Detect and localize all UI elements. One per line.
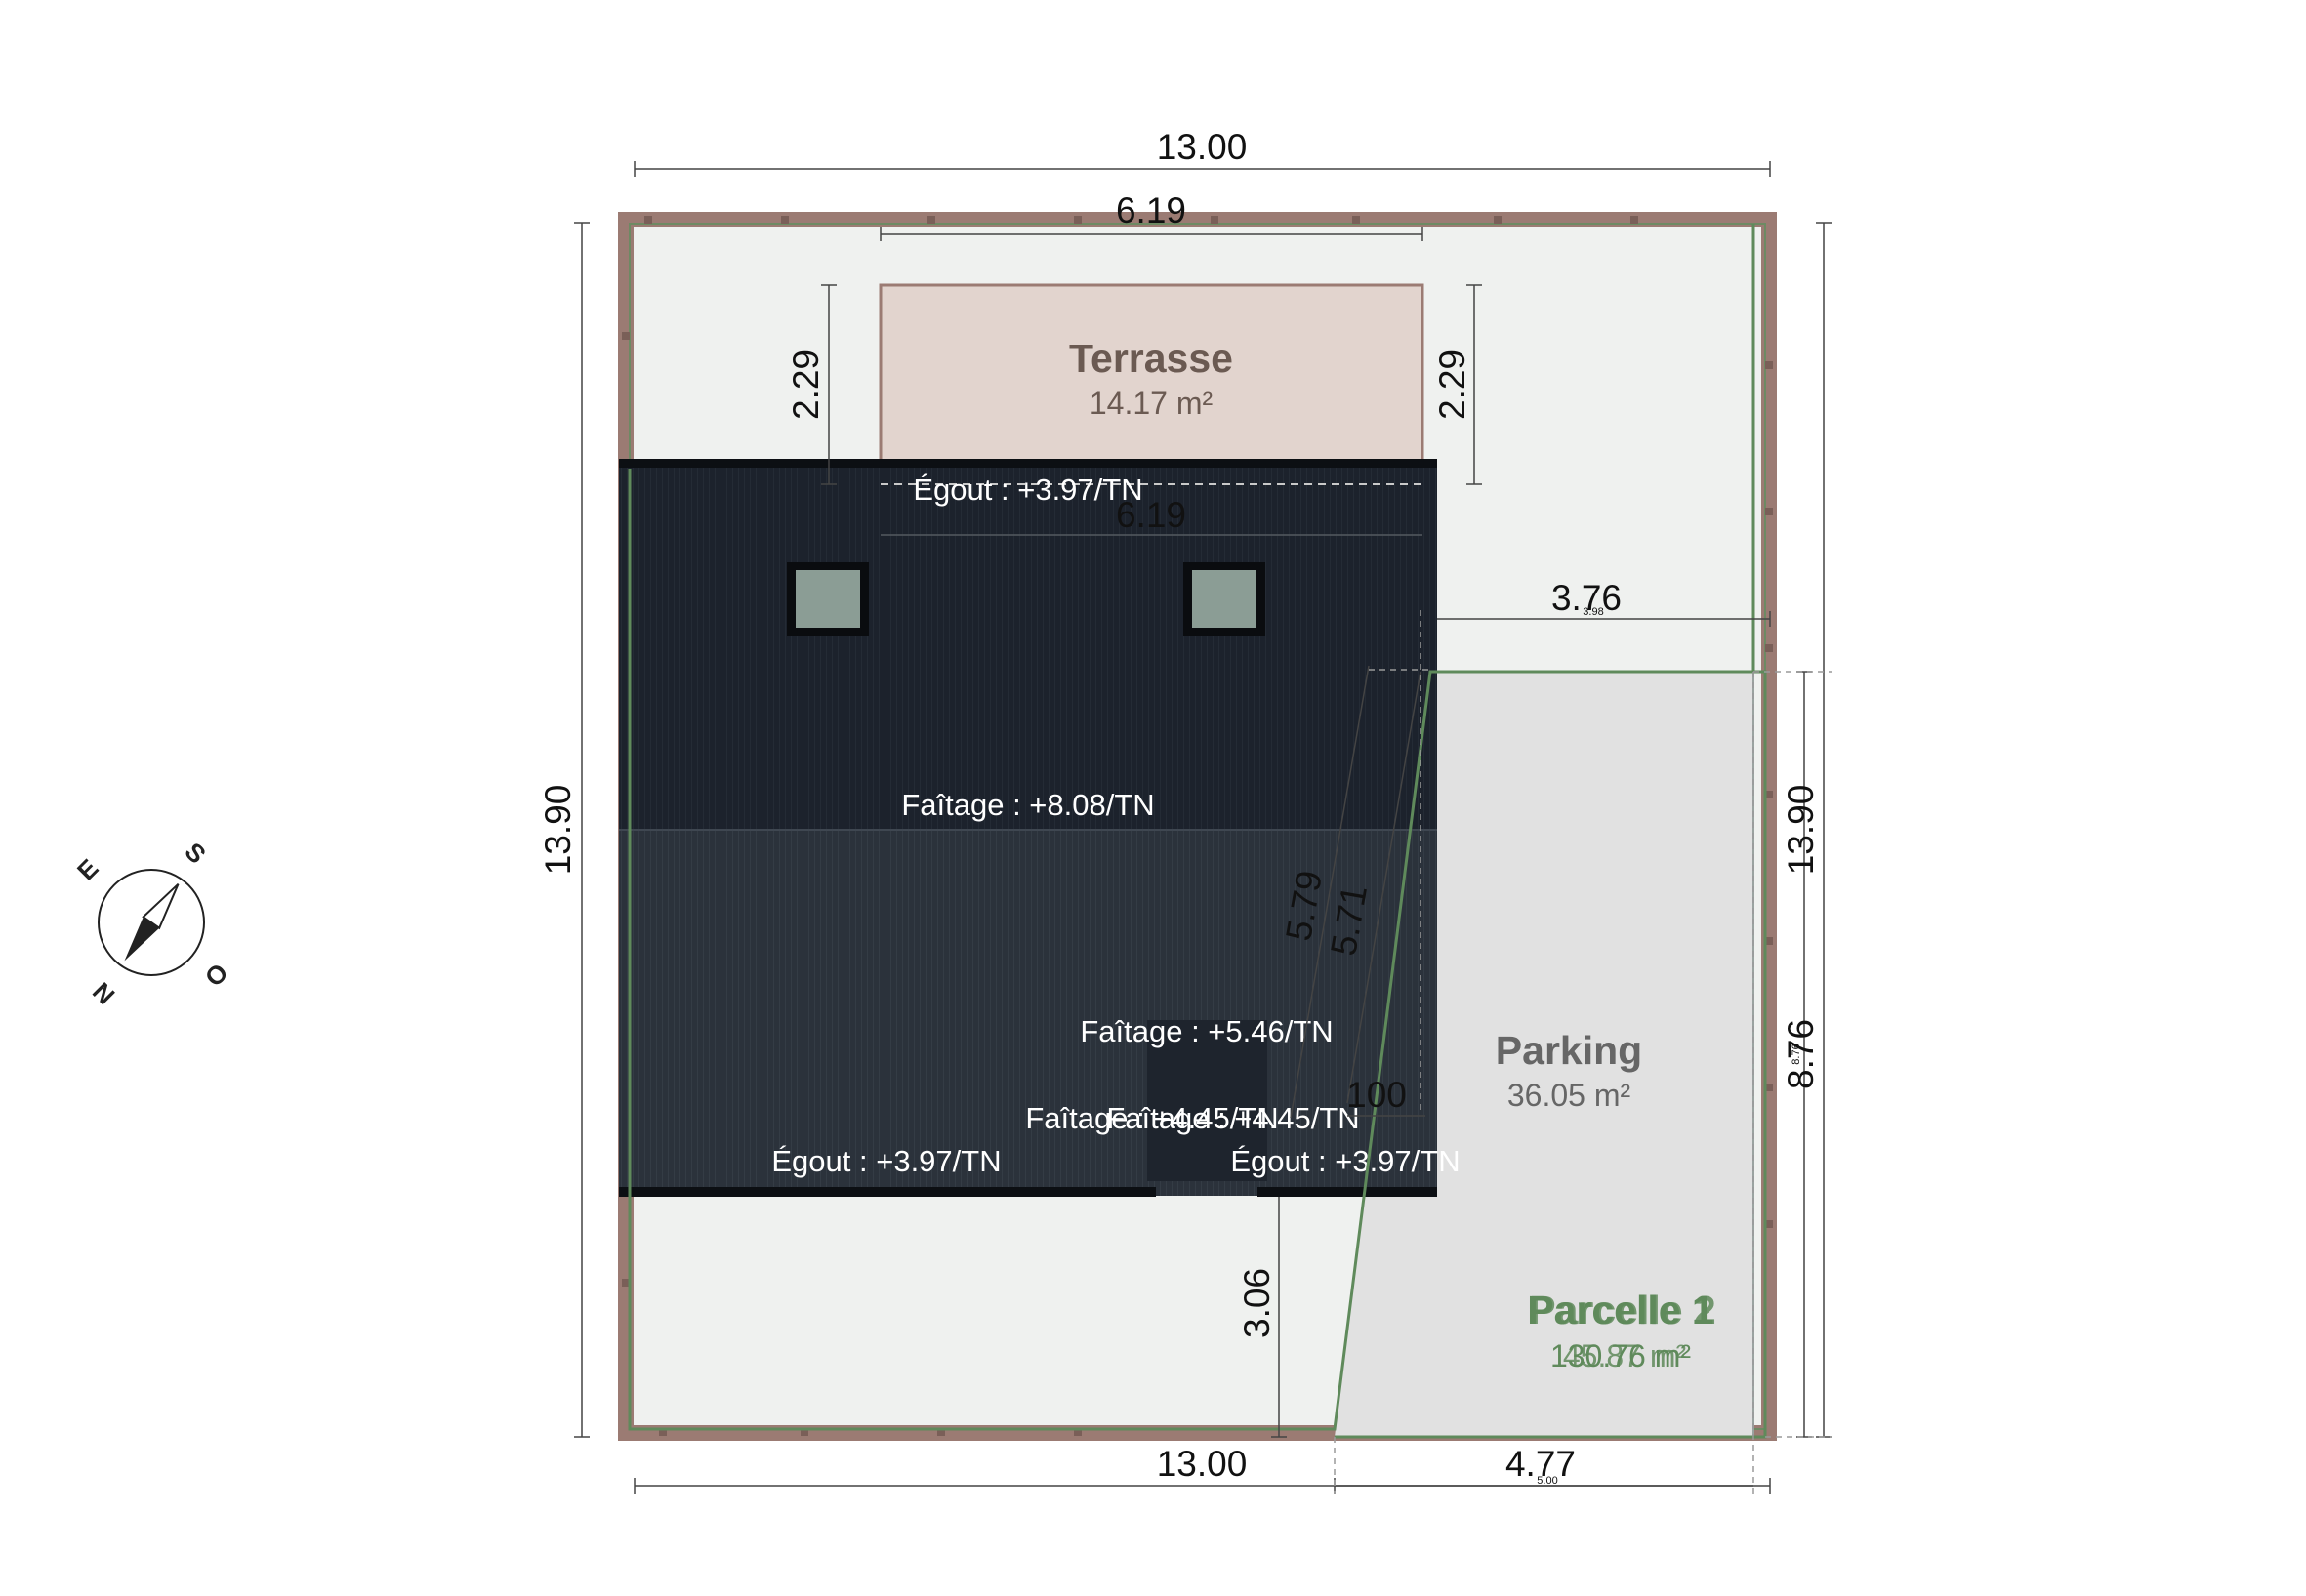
dim-parking-top: 3.76: [1551, 578, 1622, 618]
compass-needle-icon: [124, 882, 180, 962]
dim-parking-right: 8.76: [1781, 1019, 1821, 1089]
skylight-left-glass: [796, 570, 860, 628]
roof-bottom-gutter-left: [619, 1187, 1156, 1197]
roof-top-gutter: [619, 459, 1437, 468]
terrasse-zone: Terrasse 14.17 m²: [879, 283, 1424, 484]
skylight-right-glass: [1192, 570, 1256, 628]
dim-parking-bottom-small: 5.00: [1537, 1475, 1557, 1487]
compass-label-e: E: [71, 853, 103, 885]
parcel-boundary-1: [628, 224, 1755, 1431]
roof-bottom-gutter-right: [1257, 1187, 1437, 1197]
dashed-guides: [1334, 610, 1832, 1494]
dim-parking-bottom: 4.77: [1505, 1444, 1576, 1484]
dim-right-height: 13.90: [1781, 785, 1821, 876]
parcel-title-1: Parcelle 1: [1527, 1288, 1714, 1332]
boundary-posts: [622, 216, 1773, 1436]
roof-label-faitage-annex: Faîtage : +5.46/TN: [1080, 1014, 1333, 1048]
dim-terrasse-height-left: 2.29: [786, 349, 826, 420]
roof-dim-width: 6.19: [1116, 495, 1186, 535]
roof-lower-slope-texture: [619, 830, 1437, 1196]
parking-area: [1335, 672, 1753, 1437]
parcel-title-2: Parcelle 2: [1529, 1288, 1716, 1332]
roof-label-faitage-overlap-b: Faîtage : +4.45/TN: [1106, 1101, 1359, 1135]
dim-left-height: 13.90: [538, 785, 578, 876]
parcel-labels: Parcelle 1 Parcelle 2 130.76 m² 45.87 m²: [1527, 1288, 1716, 1373]
dim-bottom-gap: 3.06: [1237, 1268, 1277, 1338]
roof-upper-slope-texture: [619, 459, 1437, 830]
roof-label-egout-bottom-left: Égout : +3.97/TN: [771, 1144, 1001, 1178]
terrasse-title: Terrasse: [1069, 336, 1233, 381]
terrasse-area-label: 14.17 m²: [1090, 386, 1214, 421]
dim-terrasse-height-right: 2.29: [1432, 349, 1472, 420]
roof-label-egout-top: Égout : +3.97/TN: [913, 472, 1142, 507]
roof-annex: [1147, 1020, 1267, 1181]
dim-top-width: 13.00: [1157, 127, 1248, 167]
terrasse-area: [879, 283, 1424, 484]
roof-label-faitage-overlap-a: Faîtage : +4.45/TN: [1025, 1101, 1278, 1135]
compass-label-s: S: [180, 837, 212, 869]
parking-zone: Parking 36.05 m²: [1335, 672, 1754, 1437]
compass: E S O N: [71, 837, 233, 1010]
parking-area-label: 36.05 m²: [1507, 1078, 1631, 1113]
parking-title: Parking: [1496, 1028, 1642, 1073]
dim-terrasse-width: 6.19: [1116, 190, 1186, 230]
compass-label-o: O: [199, 958, 234, 993]
parcel-boundary-2: [1335, 670, 1767, 1439]
parcel-lines: [628, 224, 1767, 1439]
dim-small-100: 100: [1346, 1075, 1407, 1115]
dim-bottom-width: 13.00: [1157, 1444, 1248, 1484]
compass-label-n: N: [87, 976, 120, 1009]
dim-parking-right-small: 8.76: [1791, 1044, 1802, 1064]
parcel-area-1: 130.76 m²: [1550, 1338, 1691, 1373]
roof-label-faitage-main: Faîtage : +8.08/TN: [901, 788, 1154, 822]
roof: Égout : +3.97/TN 6.19 Faîtage : +8.08/TN…: [619, 459, 1461, 1197]
dim-parking-top-small: 3.98: [1583, 606, 1603, 618]
roof-label-egout-bottom-right: Égout : +3.97/TN: [1230, 1144, 1460, 1178]
parcel-area-2: 45.87 m²: [1563, 1338, 1687, 1373]
dimension-lines: [574, 161, 1832, 1494]
